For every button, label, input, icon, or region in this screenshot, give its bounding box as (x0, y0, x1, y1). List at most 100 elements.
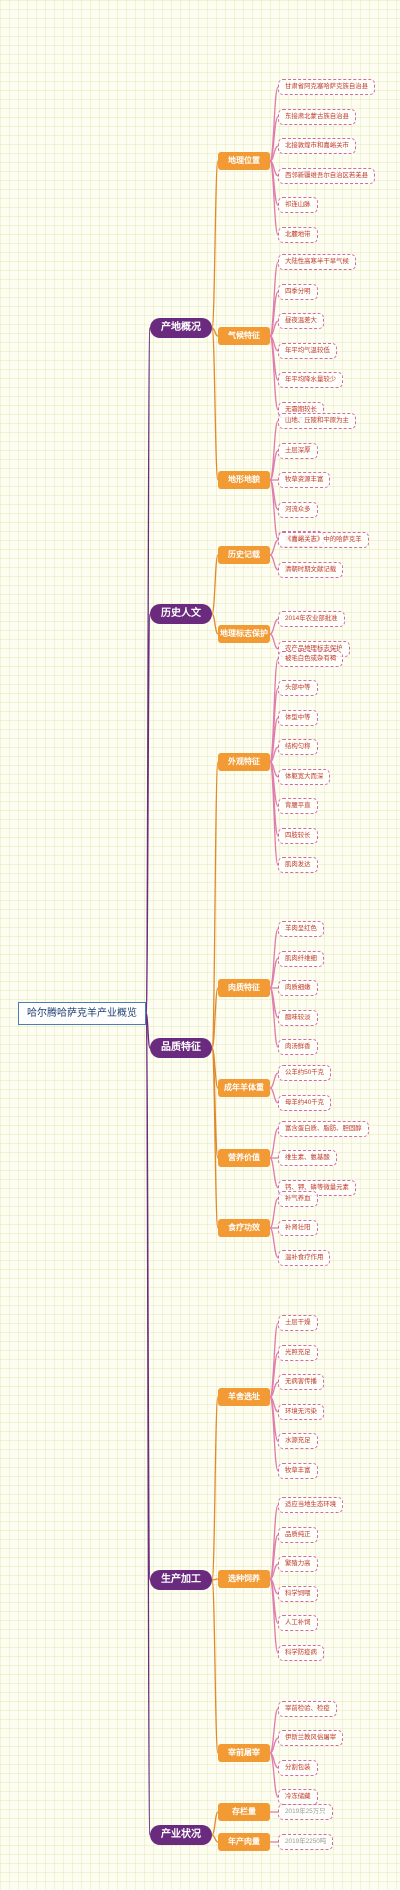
detail-item[interactable]: 肌肉发达 (278, 857, 318, 874)
detail-item[interactable]: 冷冻储藏 (278, 1789, 318, 1806)
branch-to-topic-connector (211, 613, 219, 635)
topic-node[interactable]: 地形地貌 (218, 471, 270, 489)
detail-item[interactable]: 东接肃北蒙古族自治县 (278, 108, 356, 125)
topic-node[interactable]: 羊舍选址 (218, 1388, 270, 1406)
branch-to-topic-connector (211, 1578, 219, 1581)
branch-node[interactable]: 产业状况 (150, 1825, 212, 1845)
branch-to-topic-connector (211, 160, 219, 329)
detail-item[interactable]: 分割包装 (278, 1759, 318, 1776)
topic-to-item-connector (269, 618, 279, 635)
detail-item[interactable]: 2019年25万只 (278, 1804, 333, 1820)
detail-item[interactable]: 2019年2250吨 (278, 1834, 334, 1850)
detail-item[interactable]: 维生素、氨基酸 (278, 1150, 337, 1166)
topic-node[interactable]: 食疗功效 (218, 1219, 270, 1237)
topic-to-item-connector (269, 928, 279, 989)
detail-item[interactable]: 甘肃省阿克塞哈萨克族自治县 (278, 79, 376, 96)
topic-node[interactable]: 外观特征 (218, 753, 270, 771)
detail-item[interactable]: 《嘉峪关志》中的哈萨克羊 (278, 532, 369, 549)
topic-to-item-connector (269, 761, 279, 866)
root-to-branch-connector (145, 613, 151, 1014)
branch-to-topic-connector (211, 1579, 219, 1754)
detail-item[interactable]: 光照充足 (278, 1344, 318, 1361)
detail-item[interactable]: 2014年农业部批准 (278, 611, 345, 628)
topic-node[interactable]: 选种饲养 (218, 1570, 270, 1588)
branch-node[interactable]: 品质特征 (150, 1038, 212, 1058)
detail-item[interactable]: 牧草资源丰富 (278, 472, 331, 488)
detail-item[interactable]: 北接敦煌市和嘉峪关市 (278, 138, 356, 155)
detail-item[interactable]: 山地、丘陵和平原为主 (278, 413, 356, 429)
topic-to-item-connector (269, 1708, 279, 1754)
detail-item[interactable]: 昼夜温差大 (278, 313, 324, 330)
topic-to-item-connector (269, 1737, 279, 1754)
detail-item[interactable]: 土层深厚 (278, 442, 318, 459)
detail-item[interactable]: 公羊约50千克 (278, 1065, 332, 1082)
detail-item[interactable]: 富含蛋白质、脂肪、胆固醇 (278, 1120, 369, 1137)
topic-node[interactable]: 宰前屠宰 (218, 1744, 270, 1762)
detail-item[interactable]: 河流众多 (278, 501, 318, 518)
detail-item[interactable]: 水源充足 (278, 1433, 318, 1450)
branch-to-topic-connector (211, 761, 219, 1049)
detail-item[interactable]: 伊斯兰教风俗屠宰 (278, 1730, 344, 1747)
topic-node[interactable]: 地理标志保护 (218, 625, 270, 643)
detail-item[interactable]: 四肢较长 (278, 827, 318, 844)
detail-item[interactable]: 四季分明 (278, 283, 318, 300)
branch-to-topic-connector (211, 1047, 219, 1229)
topic-node[interactable]: 成年羊体重 (218, 1079, 270, 1097)
topic-node[interactable]: 肉质特征 (218, 979, 270, 997)
topic-to-item-connector (269, 449, 279, 481)
detail-item[interactable]: 大陆性高寒半干旱气候 (278, 254, 356, 271)
detail-item[interactable]: 头部中等 (278, 680, 318, 697)
detail-item[interactable]: 土层干燥 (278, 1315, 318, 1332)
detail-item[interactable]: 体型中等 (278, 709, 318, 726)
topic-to-item-connector (269, 420, 279, 481)
detail-item[interactable]: 繁殖力高 (278, 1556, 318, 1573)
detail-item[interactable]: 品质纯正 (278, 1526, 318, 1543)
root-to-branch-connector (145, 1012, 151, 1836)
detail-item[interactable]: 背腰平直 (278, 798, 318, 815)
topic-node[interactable]: 历史记载 (218, 546, 270, 564)
detail-item[interactable]: 无病害传播 (278, 1374, 324, 1391)
topic-node[interactable]: 地理位置 (218, 152, 270, 170)
detail-item[interactable]: 被毛白色或杂有褐 (278, 650, 344, 667)
detail-item[interactable]: 年平均降水量较少 (278, 372, 344, 389)
topic-to-item-connector (269, 1396, 279, 1472)
topic-node[interactable]: 年产肉量 (218, 1833, 270, 1851)
detail-item[interactable]: 清朝时期文献记载 (278, 561, 344, 578)
detail-item[interactable]: 北麓地带 (278, 226, 318, 243)
detail-item[interactable]: 祁连山脉 (278, 197, 318, 214)
topic-to-item-connector (269, 1087, 279, 1104)
detail-item[interactable]: 补气养血 (278, 1190, 318, 1207)
detail-item[interactable]: 环境无污染 (278, 1403, 324, 1420)
detail-item[interactable]: 补肾壮阳 (278, 1220, 318, 1236)
topic-node[interactable]: 存栏量 (218, 1803, 270, 1821)
detail-item[interactable]: 膻味较淡 (278, 1009, 318, 1026)
detail-item[interactable]: 体躯宽大而深 (278, 768, 331, 785)
detail-item[interactable]: 羊肉呈红色 (278, 921, 324, 937)
topic-to-item-connector (269, 86, 279, 162)
detail-item[interactable]: 科学饲喂 (278, 1585, 318, 1602)
detail-item[interactable]: 宰前检验、检疫 (278, 1700, 337, 1717)
branch-to-topic-connector (211, 987, 219, 1049)
root-node[interactable]: 哈尔腾哈萨克羊产业概览 (18, 1002, 146, 1025)
detail-item[interactable]: 温补食疗作用 (278, 1249, 331, 1266)
branch-node[interactable]: 生产加工 (150, 1570, 212, 1590)
topic-to-item-connector (269, 335, 279, 411)
detail-item[interactable]: 肉质细嫩 (278, 980, 318, 996)
topic-to-item-connector (269, 1381, 279, 1398)
detail-item[interactable]: 适应当地生态环境 (278, 1497, 344, 1514)
detail-item[interactable]: 肉汤鲜香 (278, 1039, 318, 1055)
branch-node[interactable]: 产地概况 (150, 318, 212, 338)
detail-item[interactable]: 西邻新疆维吾尔自治区若羌县 (278, 167, 376, 184)
topic-node[interactable]: 营养价值 (218, 1149, 270, 1167)
detail-item[interactable]: 结构匀称 (278, 739, 318, 756)
topic-to-item-connector (269, 717, 279, 763)
topic-node[interactable]: 气候特征 (218, 327, 270, 345)
detail-item[interactable]: 母羊约40千克 (278, 1094, 332, 1111)
topic-to-item-connector (269, 116, 279, 162)
branch-node[interactable]: 历史人文 (150, 604, 212, 624)
detail-item[interactable]: 年平均气温较低 (278, 342, 337, 359)
detail-item[interactable]: 科学防疫病 (278, 1644, 324, 1661)
detail-item[interactable]: 牧草丰富 (278, 1462, 318, 1479)
detail-item[interactable]: 肌肉纤维细 (278, 950, 324, 967)
detail-item[interactable]: 人工补饲 (278, 1615, 318, 1632)
